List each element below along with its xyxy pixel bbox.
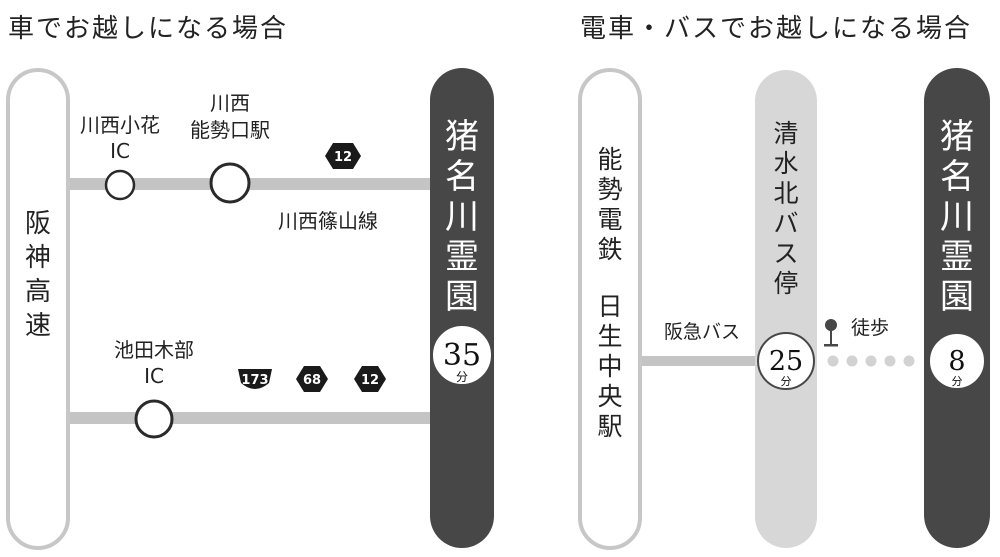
walk-time-badge: 8 分 [928, 332, 986, 390]
kawanishi-noseguchi-station-label: 川西能勢口駅 [190, 91, 270, 142]
route-badge-text: 12 [334, 150, 352, 165]
route-badge-68: 68 [296, 366, 328, 392]
route-badge-12-upper: 12 [325, 143, 361, 169]
bus-time-unit: 分 [781, 375, 792, 388]
route-badge-text: 12 [361, 373, 379, 388]
train-destination-bar [924, 68, 990, 548]
car-time-value: 35 [443, 338, 481, 373]
bus-route-label: 阪急バス [664, 321, 740, 343]
station-bar [578, 68, 642, 550]
walk-time-value: 8 [948, 346, 965, 377]
line-label: 能勢電鉄 [597, 145, 622, 264]
road-name-label: 川西篠山線 [278, 209, 378, 233]
bus-stop-label: 清水北バス停 [773, 119, 798, 298]
train-destination-label: 猪名川霊園 [940, 117, 974, 317]
bus-time-value: 25 [769, 346, 803, 377]
walk-dots [827, 355, 915, 367]
ikeda-kibe-ic-node [134, 399, 174, 439]
upper-road [68, 178, 435, 190]
route-badge-text: 68 [303, 373, 321, 388]
car-time-unit: 分 [456, 370, 468, 384]
bus-stop-bar [755, 70, 817, 548]
train-bus-access-section: 電車・バスでお越しになる場合 能勢電鉄 日生中央駅 阪急バス 清水北バス停 25… [578, 14, 990, 550]
car-destination-label: 猪名川霊園 [445, 117, 479, 317]
route-badge-text: 173 [241, 373, 268, 388]
bus-route-line [640, 356, 760, 366]
station-label: 日生中央駅 [597, 292, 622, 441]
car-section-title: 車でお越しになる場合 [8, 14, 288, 44]
walk-time-unit: 分 [952, 375, 963, 388]
walk-label: 徒歩 [851, 317, 889, 339]
kawanishi-noseguchi-station-node [209, 162, 251, 204]
car-destination-bar [430, 68, 494, 548]
kawanishi-obana-ic-node [104, 169, 136, 201]
highway-bar [6, 68, 70, 550]
walking-icon [824, 319, 838, 347]
route-badge-12-lower: 12 [354, 366, 386, 392]
bus-time-badge: 25 分 [757, 332, 815, 390]
route-badge-173: 173 [238, 369, 272, 389]
lower-road [68, 412, 435, 424]
car-time-badge: 35 分 [431, 324, 493, 386]
train-section-title: 電車・バスでお越しになる場合 [580, 14, 972, 44]
highway-label: 阪神高速 [25, 209, 51, 341]
